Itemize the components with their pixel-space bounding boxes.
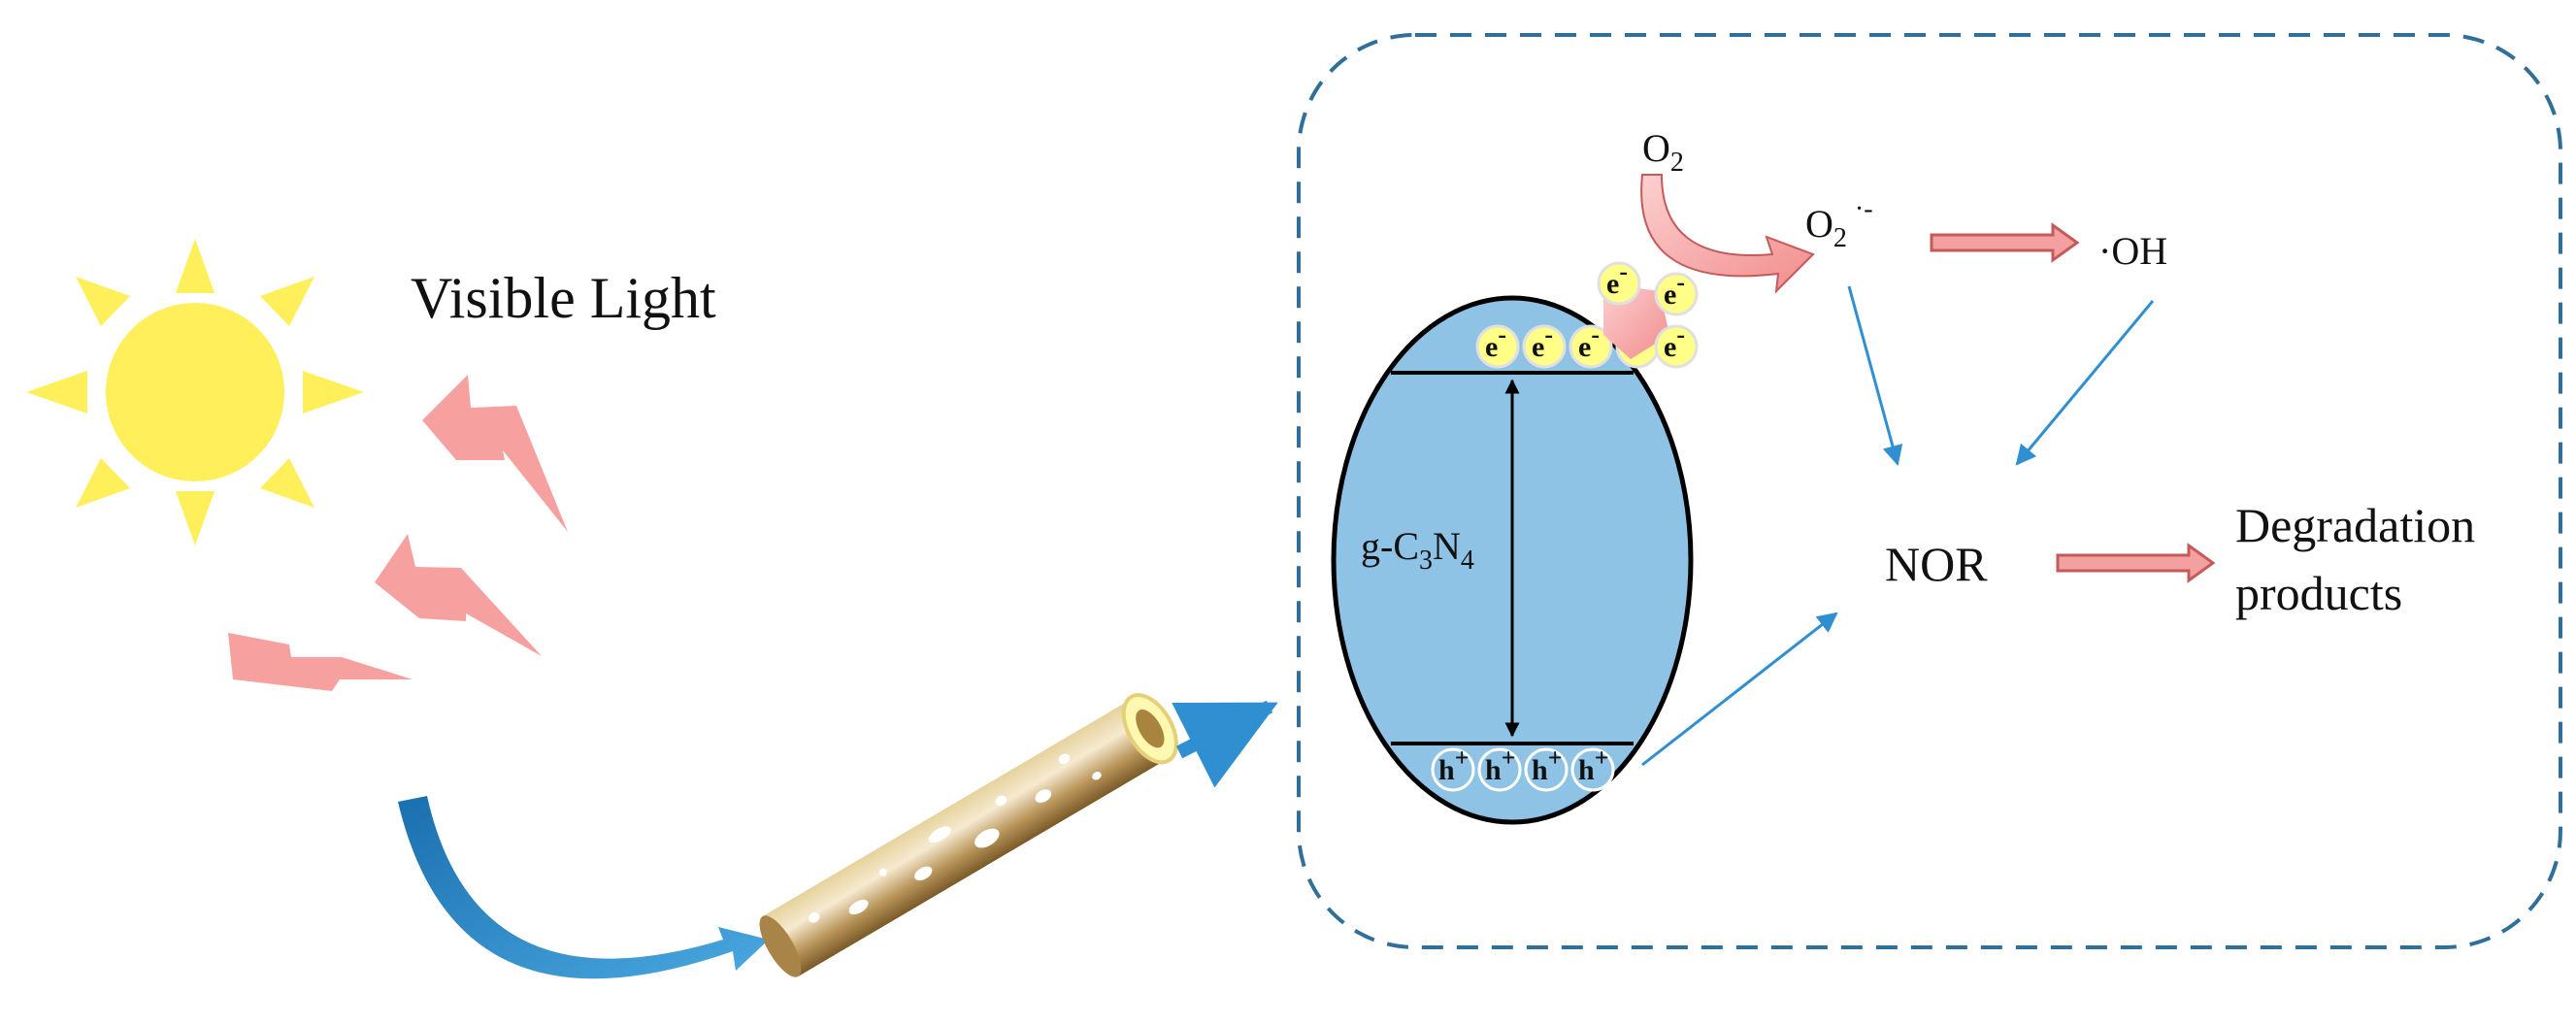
oxygen-label: O2 xyxy=(1642,126,1684,178)
photocatalyst-particle xyxy=(1331,295,1694,825)
superoxide-to-nor-arrow xyxy=(1847,285,1903,467)
svg-text:e-: e- xyxy=(1578,320,1600,363)
hole: h+ xyxy=(1477,744,1522,792)
sun-icon xyxy=(26,239,364,546)
light-bolt-icon xyxy=(375,534,542,656)
fiber-to-panel-arrow xyxy=(1172,700,1278,788)
svg-text:h+: h+ xyxy=(1438,744,1470,786)
svg-text:h+: h+ xyxy=(1578,744,1609,786)
mechanism-panel xyxy=(1297,33,2562,949)
svg-text:h+: h+ xyxy=(1485,744,1516,786)
visible-light-label: Visible Light xyxy=(411,266,716,330)
svg-text:h+: h+ xyxy=(1532,744,1563,786)
hole: h+ xyxy=(1570,744,1615,792)
electron: e- xyxy=(1654,268,1699,316)
svg-text:e-: e- xyxy=(1485,320,1506,363)
hole: h+ xyxy=(1431,744,1475,792)
svg-text:e-: e- xyxy=(1606,257,1628,300)
hydroxyl-label: ·OH xyxy=(2098,229,2167,273)
to-hydroxyl-arrow xyxy=(1930,222,2080,263)
light-bolts xyxy=(228,375,568,691)
superoxide-label: O2·- xyxy=(1805,194,1873,253)
valence-holes: h+ h+ h+ h+ xyxy=(1431,744,1615,792)
curved-arrow-icon xyxy=(398,796,769,979)
to-products-arrow xyxy=(2056,543,2216,583)
nor-label: NOR xyxy=(1885,537,1988,591)
electron: e- xyxy=(1475,320,1520,369)
electron: e- xyxy=(1522,320,1567,369)
products-label-line1: Degradation xyxy=(2235,498,2475,552)
fiber-tube-icon xyxy=(759,693,1178,977)
electron: e- xyxy=(1654,320,1699,369)
electron: e- xyxy=(1597,257,1641,306)
products-label-line2: products xyxy=(2235,566,2402,620)
light-bolt-icon xyxy=(422,375,568,532)
svg-text:e-: e- xyxy=(1664,268,1685,311)
hole: h+ xyxy=(1524,744,1569,792)
catalyst-label: g-C3N4 xyxy=(1361,524,1474,576)
light-bolt-icon xyxy=(228,633,413,691)
conduction-electrons: e- e- e- e- xyxy=(1475,320,1660,369)
transfer-electrons: e- e- e- xyxy=(1597,257,1699,369)
svg-text:e-: e- xyxy=(1664,320,1685,363)
oxygen-reduction-arrow xyxy=(1640,174,1815,294)
hole-to-nor-arrow xyxy=(1641,612,1838,767)
svg-text:e-: e- xyxy=(1532,320,1553,363)
electron: e- xyxy=(1569,320,1613,369)
hydroxyl-to-nor-arrow xyxy=(2015,300,2155,466)
